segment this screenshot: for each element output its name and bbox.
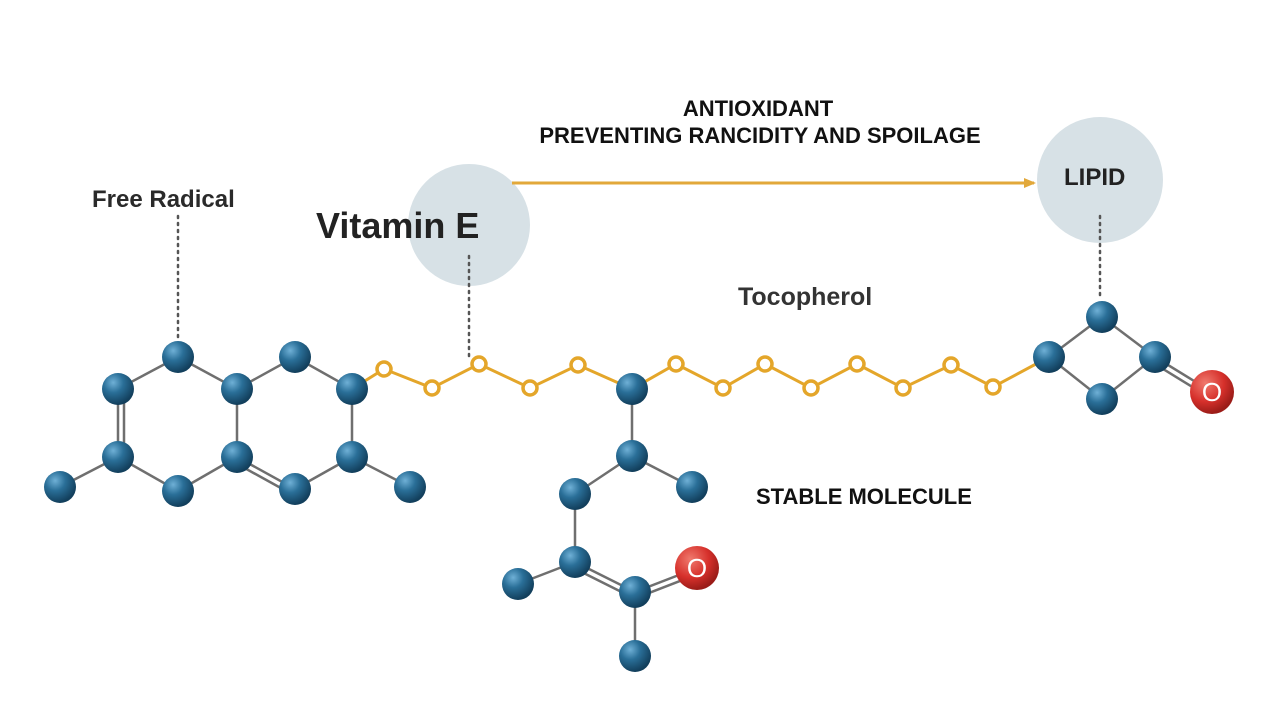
stable-molecule-label: STABLE MOLECULE: [756, 484, 972, 509]
chain-node: [942, 356, 960, 374]
carbon-atom: [279, 341, 311, 373]
lipid-bubble: [1037, 117, 1163, 243]
oxygen-symbol: O: [1202, 377, 1222, 407]
oxygen-atom: [1190, 370, 1234, 414]
chain-node: [848, 355, 866, 373]
carbon-atom: [1139, 341, 1171, 373]
tocopherol-label: Tocopherol: [738, 283, 873, 311]
chain-node: [714, 379, 732, 397]
chain-node: [423, 379, 441, 397]
tocopherol-chain: [351, 355, 1050, 391]
chain-node: [756, 355, 774, 373]
carbon-atom: [162, 341, 194, 373]
chain-node: [894, 379, 912, 397]
chain-node: [667, 355, 685, 373]
carbon-atom: [44, 471, 76, 503]
carbon-atom: [162, 475, 194, 507]
chain-node: [470, 355, 488, 373]
carbon-atom: [221, 441, 253, 473]
carbon-atom: [1086, 301, 1118, 333]
oxygen-symbol: O: [687, 553, 707, 583]
carbon-atom: [102, 441, 134, 473]
chain-node: [802, 379, 820, 397]
carbon-atom: [502, 568, 534, 600]
carbon-atom: [279, 473, 311, 505]
vitamin-e-label: Vitamin E: [316, 205, 480, 246]
carbon-atom: [102, 373, 134, 405]
chain-node: [569, 356, 587, 374]
carbon-atom: [676, 471, 708, 503]
chain-node: [521, 379, 539, 397]
free-radical-label: Free Radical: [92, 186, 235, 213]
carbon-atom: [1086, 383, 1118, 415]
chain-node: [984, 378, 1002, 396]
carbon-atom: [1033, 341, 1065, 373]
chain-node: [375, 360, 393, 378]
carbon-atom: [616, 440, 648, 472]
title-line-2: PREVENTING RANCIDITY AND SPOILAGE: [539, 123, 981, 148]
vitamin-e-bubble: [408, 164, 530, 286]
carbon-atom: [221, 373, 253, 405]
oxygen-atom: [675, 546, 719, 590]
carbon-atom: [394, 471, 426, 503]
carbon-atom: [336, 441, 368, 473]
carbon-atom: [336, 373, 368, 405]
carbon-atom: [619, 640, 651, 672]
carbon-atom: [559, 478, 591, 510]
title-line-1: ANTIOXIDANT: [682, 96, 834, 121]
carbon-atom: [559, 546, 591, 578]
carbon-atom: [619, 576, 651, 608]
carbon-atom: [616, 373, 648, 405]
lipid-label: LIPID: [1064, 164, 1126, 191]
